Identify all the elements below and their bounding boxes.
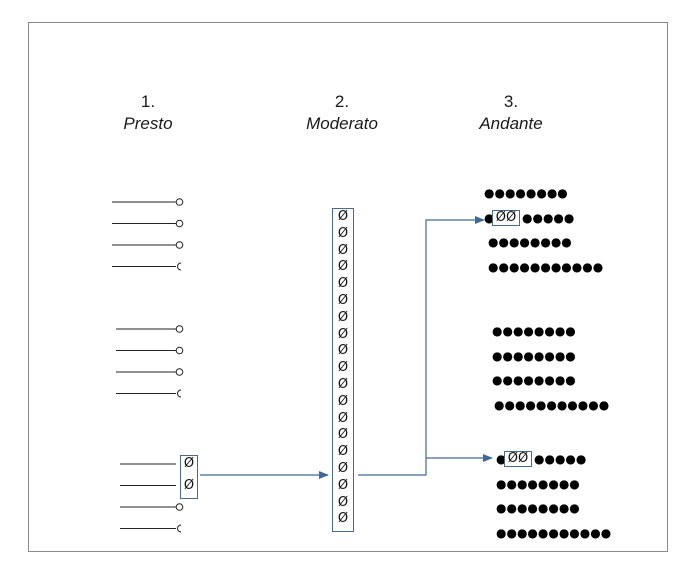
moderato-slot: Ø: [337, 360, 349, 376]
column-header-andante: 3. Andante: [466, 91, 556, 135]
presto-slot: Ø: [183, 456, 195, 471]
presto-slot: Ø: [183, 477, 195, 493]
moderato-slot: Ø: [337, 477, 349, 493]
column-number: 3.: [503, 92, 519, 111]
end-circle-marker: [175, 368, 184, 376]
open-end-marker: [177, 389, 182, 398]
moderato-slot: Ø: [337, 209, 349, 224]
andante-dot-row: ●●●●●: [522, 210, 575, 225]
andante-dot-row: ●●●●●●●●: [496, 501, 580, 515]
moderato-slot: Ø: [337, 410, 349, 426]
moderato-slot: Ø: [337, 427, 349, 443]
moderato-slot: Ø: [337, 276, 349, 292]
arrow-moderato-to-andante-top: [358, 216, 485, 476]
presto-lines: [112, 198, 184, 533]
presto-marked-box: [180, 455, 198, 499]
column-tempo: Presto: [123, 114, 173, 133]
moderato-slot: Ø: [337, 461, 349, 476]
moderato-slot: Ø: [337, 343, 349, 359]
andante-marked-box: [492, 209, 520, 226]
andante-dot-row: ●●●●●●●●: [484, 186, 568, 200]
moderato-slot: Ø: [337, 309, 349, 325]
moderato-slot: Ø: [337, 293, 349, 308]
moderato-slot: Ø: [337, 444, 349, 460]
moderato-slot: Ø: [337, 377, 349, 392]
presto-group: [112, 198, 184, 271]
moderato-slot-bar: [332, 208, 354, 532]
moderato-slot: Ø: [337, 511, 349, 527]
column-header-moderato: 2. Moderato: [292, 91, 392, 135]
end-circle-marker: [175, 241, 184, 249]
diagram-frame: [28, 22, 668, 552]
presto-group: [120, 463, 184, 533]
moderato-slot: Ø: [337, 494, 349, 510]
column-number: 1.: [140, 92, 156, 111]
end-circle-marker: [175, 219, 184, 228]
andante-dot: ●: [484, 210, 495, 225]
moderato-slot: Ø: [337, 326, 349, 342]
andante-marked-box: [504, 451, 532, 467]
column-header-presto: 1. Presto: [108, 91, 188, 135]
andante-dot-row: ●●●●●●●●: [488, 235, 572, 249]
andante-dot: ●: [496, 452, 507, 466]
end-circle-marker: [175, 198, 184, 206]
andante-dot-row: ●●●●●●●●: [492, 324, 576, 338]
andante-dot-row: ●●●●●●●●: [492, 348, 576, 363]
andante-slot: ØØ: [495, 209, 517, 225]
andante-dot-row: ●●●●●●●●●●●: [488, 259, 604, 274]
andante-dot-row: ●●●●●●●●: [492, 373, 576, 387]
moderato-slot: Ø: [337, 259, 349, 275]
moderato-slot: Ø: [337, 242, 349, 258]
andante-dot-row: ●●●●●●●●●●●: [496, 525, 612, 540]
andante-dot-row: ●●●●●: [534, 452, 587, 466]
andante-slot: ØØ: [507, 451, 529, 466]
end-circle-marker: [175, 346, 184, 355]
end-circle-marker: [175, 325, 184, 333]
open-end-marker: [177, 262, 182, 271]
end-circle-marker: [175, 503, 184, 511]
andante-dot-row: ●●●●●●●●: [496, 476, 580, 491]
open-end-marker: [177, 524, 182, 533]
column-tempo: Moderato: [306, 114, 378, 133]
moderato-slot: Ø: [337, 225, 349, 241]
andante-dot-row: ●●●●●●●●●●●: [494, 397, 610, 412]
presto-group: [116, 325, 184, 398]
column-number: 2.: [334, 92, 350, 111]
moderato-slot: Ø: [337, 393, 349, 409]
column-tempo: Andante: [479, 114, 543, 133]
flow-arrows: [200, 216, 493, 479]
